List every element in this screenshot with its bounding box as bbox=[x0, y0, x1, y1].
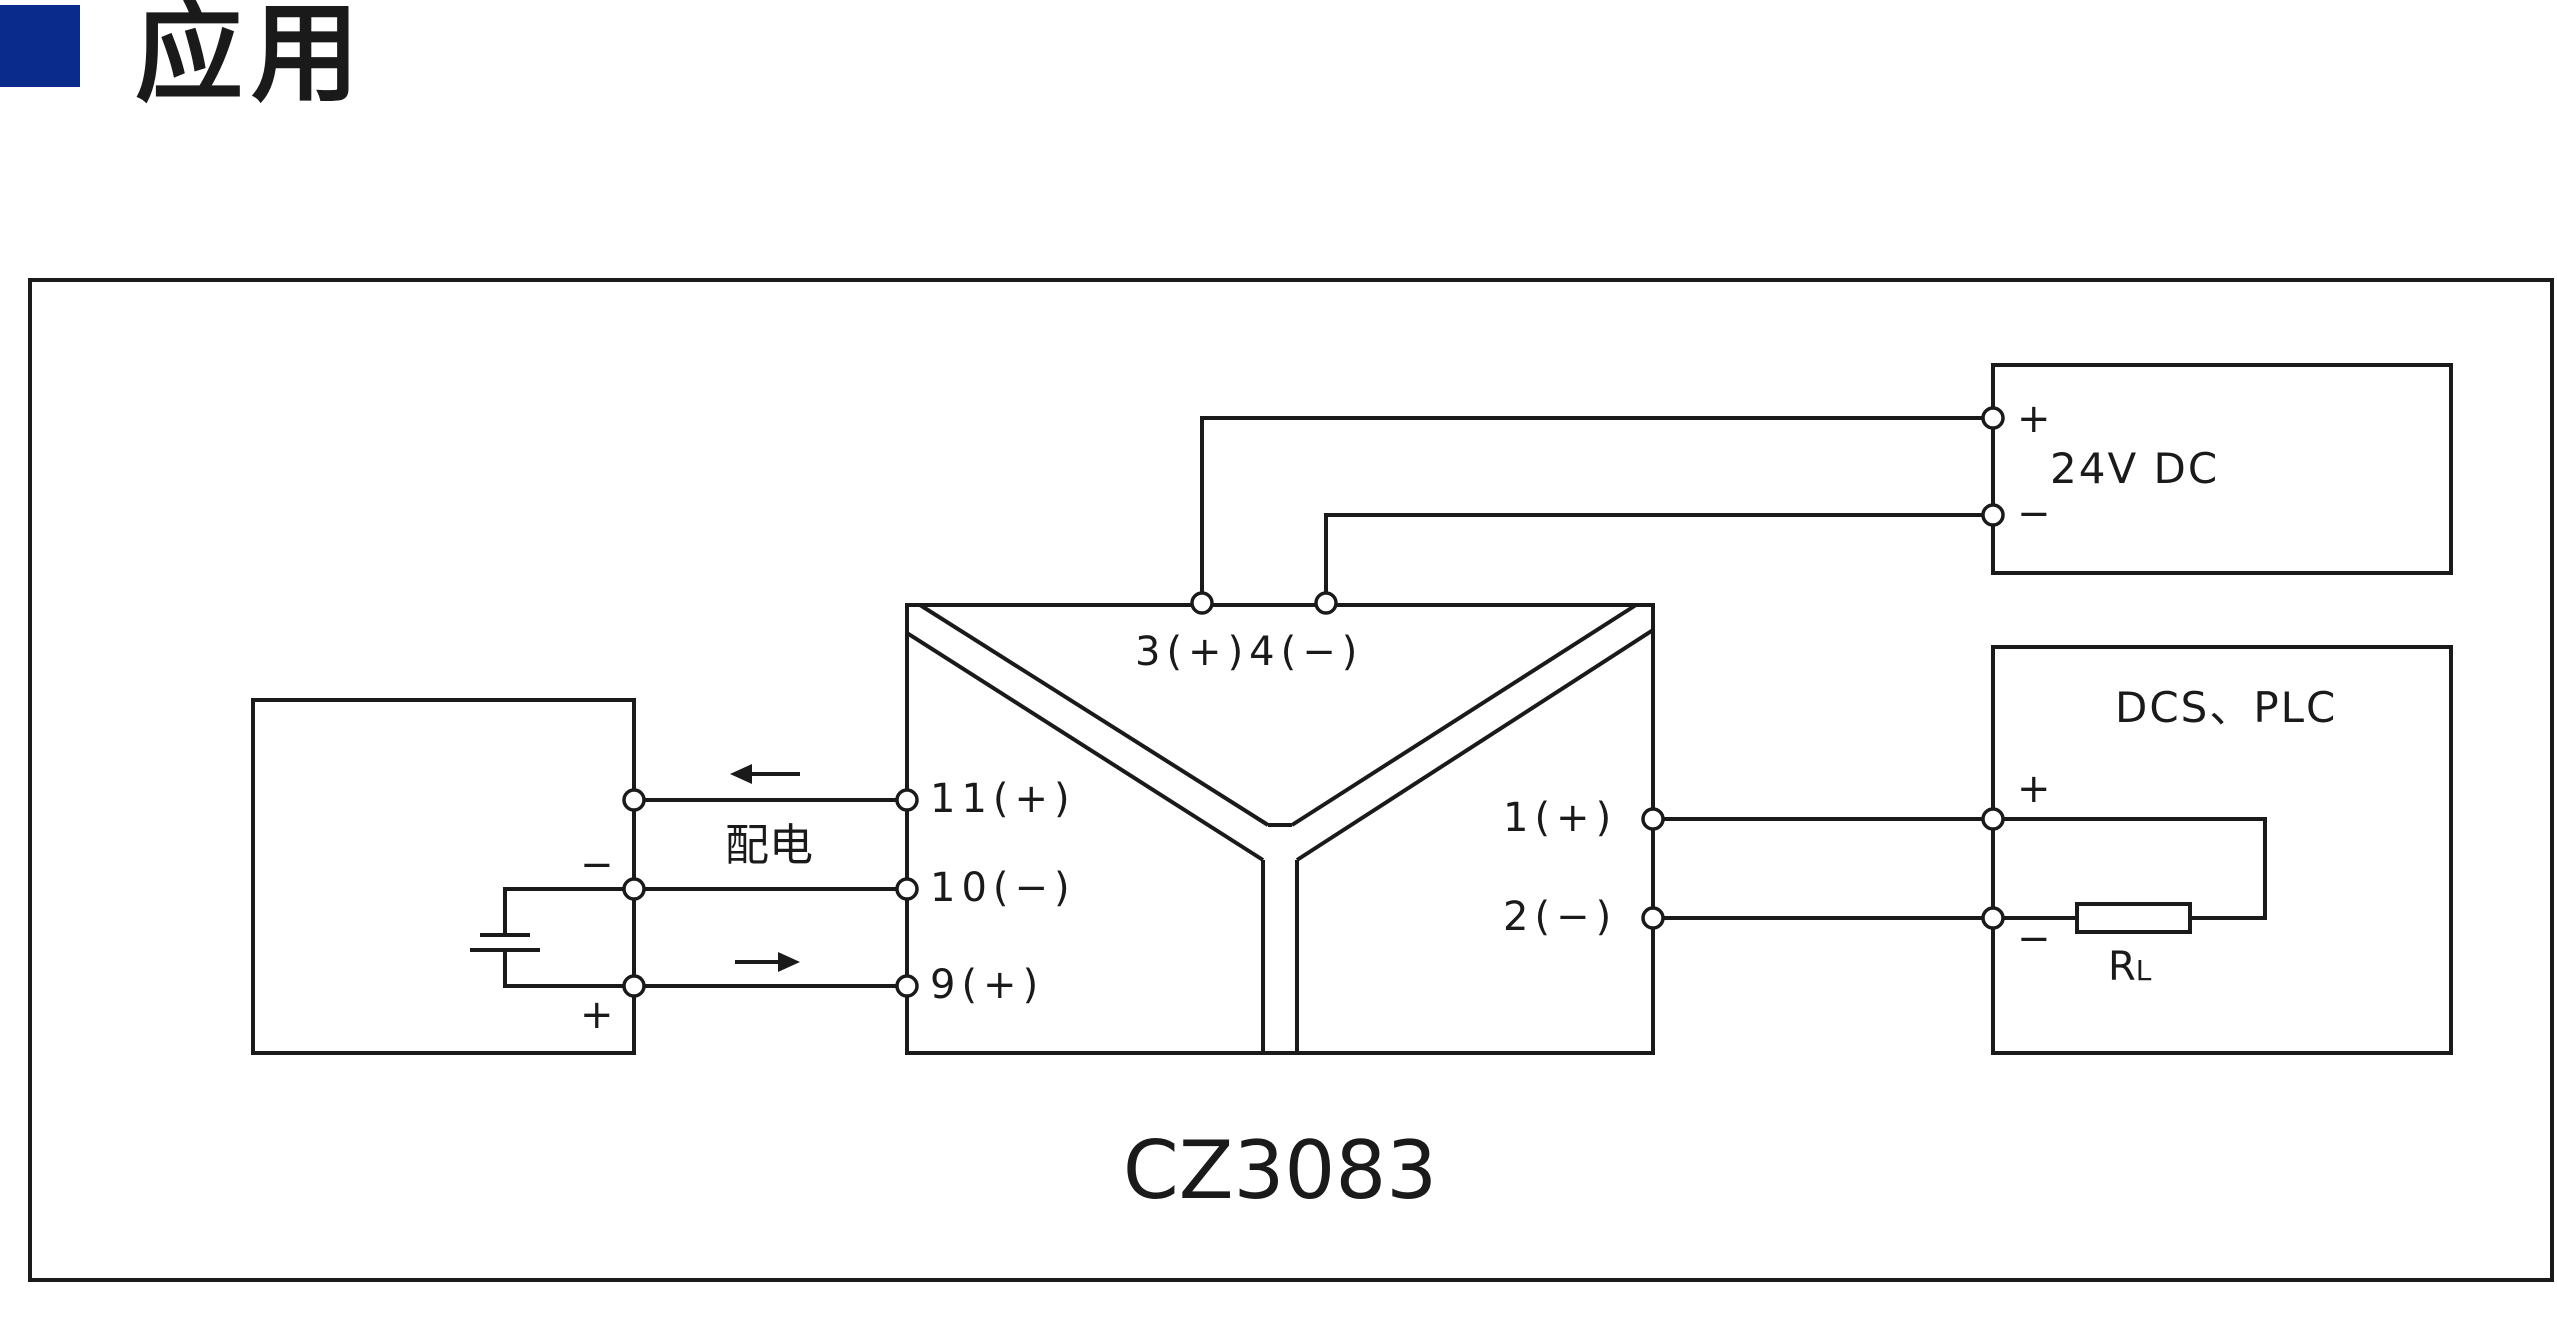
model-label: CZ3083 bbox=[1123, 1124, 1437, 1217]
terminal-node bbox=[622, 788, 646, 812]
terminal-2-label: 2(−) bbox=[1503, 894, 1617, 940]
source-plus-label: + bbox=[580, 992, 614, 1038]
page-title: 应用 bbox=[135, 0, 368, 117]
top-terminals-label: 3(+)4(−) bbox=[1135, 629, 1363, 675]
terminal-node bbox=[1314, 591, 1338, 615]
terminal-node bbox=[895, 877, 919, 901]
output-plus-label: + bbox=[2017, 766, 2051, 812]
terminal-node bbox=[1981, 807, 2005, 831]
output-device-label: DCS、PLC bbox=[2115, 683, 2337, 732]
power-supply-label: 24V DC bbox=[2050, 444, 2219, 493]
terminal-9-label: 9(+) bbox=[930, 962, 1044, 1008]
module-y-symbol bbox=[905, 603, 1655, 1053]
load-resistor bbox=[2075, 902, 2192, 934]
outer-frame bbox=[28, 278, 2554, 1282]
power-minus-label: − bbox=[2017, 491, 2051, 537]
terminal-node bbox=[1981, 906, 2005, 930]
terminal-node bbox=[622, 974, 646, 998]
output-minus-label: − bbox=[2017, 916, 2051, 962]
header-accent-square bbox=[0, 5, 80, 87]
battery-symbol bbox=[470, 887, 634, 988]
wire-power-minus bbox=[1324, 513, 1993, 603]
terminal-node bbox=[1641, 807, 1665, 831]
power-plus-label: + bbox=[2017, 396, 2051, 442]
terminal-node bbox=[895, 788, 919, 812]
power-distribution-label: 配电 bbox=[725, 820, 813, 871]
power-supply-box bbox=[1991, 363, 2453, 575]
terminal-10-label: 10(−) bbox=[930, 865, 1076, 911]
load-resistor-label: RL bbox=[2108, 944, 2152, 990]
terminal-node bbox=[622, 877, 646, 901]
output-device-box bbox=[1991, 645, 2453, 1055]
arrow-left-icon bbox=[730, 764, 800, 784]
arrow-right-icon bbox=[735, 952, 800, 972]
wire-power-plus bbox=[1200, 416, 1993, 603]
terminal-node bbox=[1981, 406, 2005, 430]
source-minus-label: − bbox=[580, 842, 614, 888]
terminal-node bbox=[895, 974, 919, 998]
terminal-1-label: 1(+) bbox=[1503, 795, 1617, 841]
terminal-node bbox=[1641, 906, 1665, 930]
terminal-node bbox=[1190, 591, 1214, 615]
field-device-box bbox=[251, 698, 636, 1055]
terminal-node bbox=[1981, 503, 2005, 527]
wire-output-plus bbox=[1653, 817, 2267, 920]
terminal-11-label: 11(+) bbox=[930, 776, 1076, 822]
